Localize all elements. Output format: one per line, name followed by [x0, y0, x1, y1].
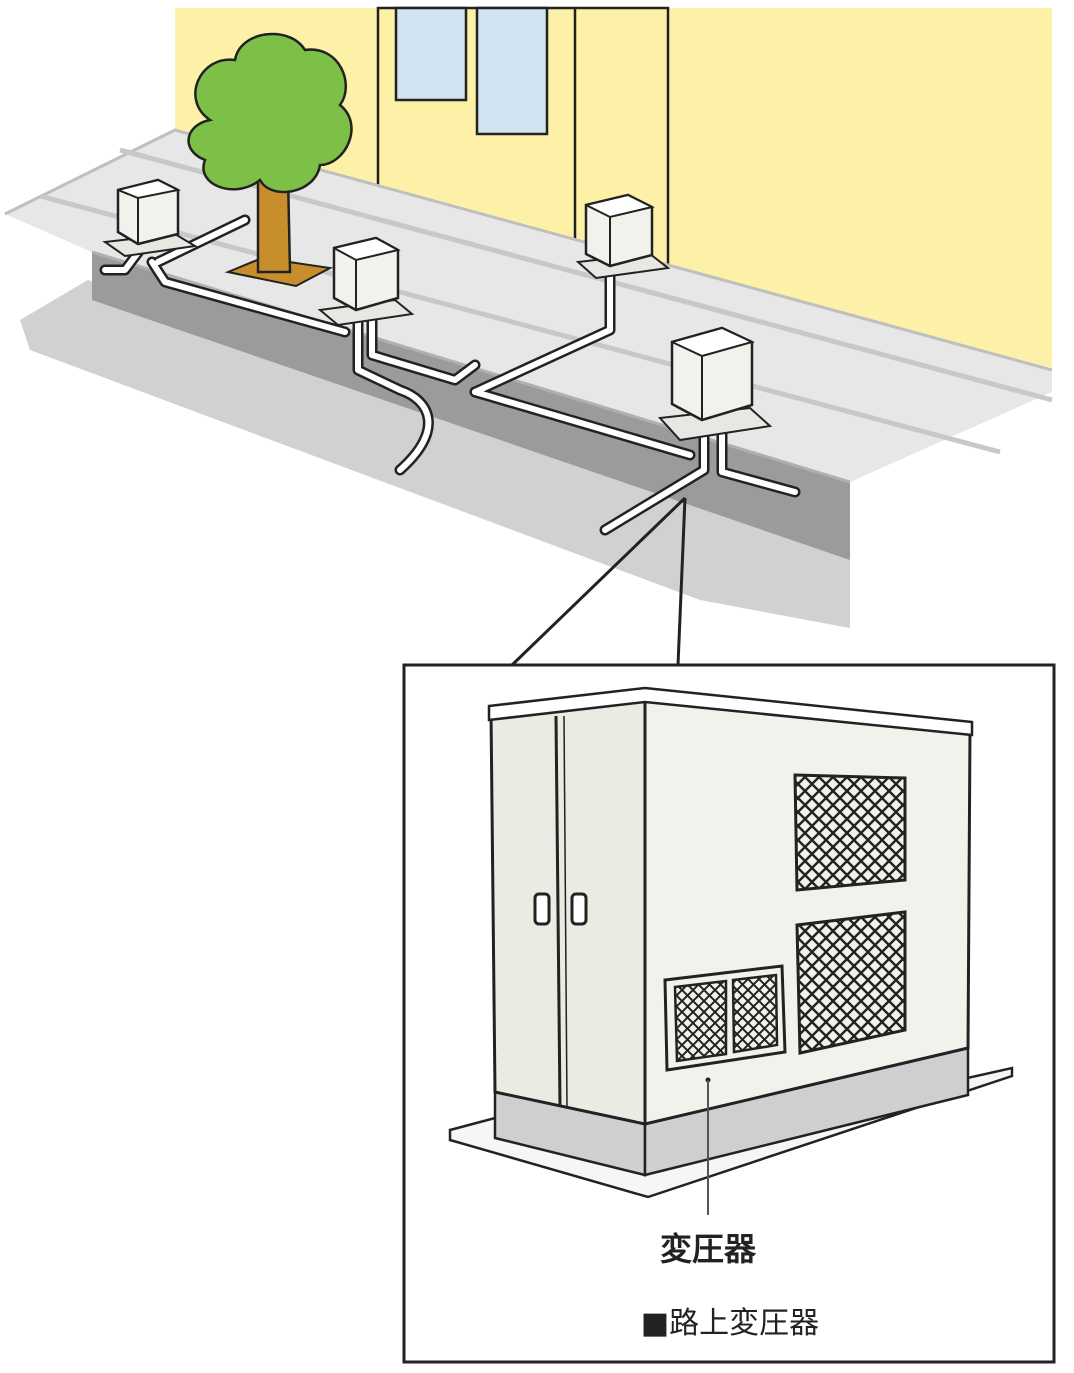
transformer-front-face	[491, 700, 645, 1124]
panel-caption: ■路上変圧器	[641, 1306, 819, 1341]
door-handle-right	[572, 894, 586, 924]
transformer-box-2	[320, 238, 412, 325]
detail-panel: 変圧器 ■路上変圧器	[404, 665, 1054, 1362]
street-scene	[5, 8, 1052, 628]
door-handle-left	[535, 894, 549, 924]
component-label: 変圧器	[660, 1230, 757, 1268]
vent-grille-lower	[797, 912, 905, 1053]
vent-grille-small	[665, 966, 785, 1070]
vent-grille-upper	[795, 775, 905, 890]
